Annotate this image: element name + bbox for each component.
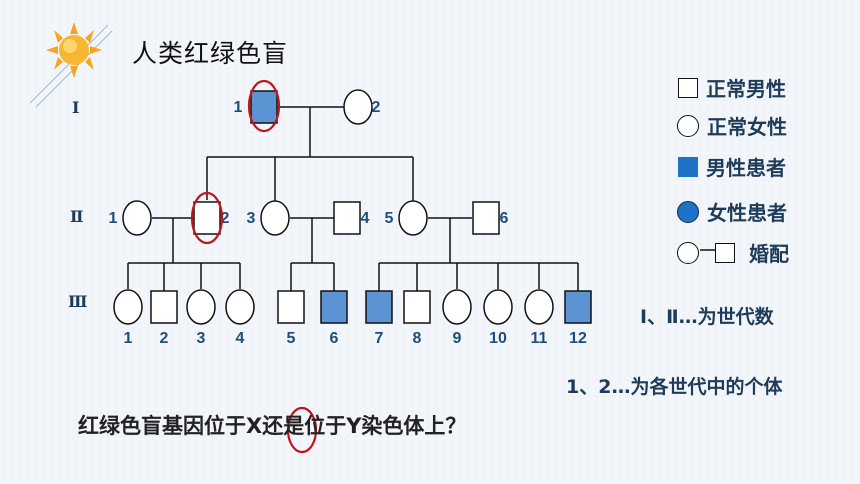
- gen3-individual-4-female: [225, 289, 255, 325]
- gen3-number-5: 5: [287, 330, 296, 347]
- generation-label-i: Ⅰ: [72, 98, 80, 117]
- gen1-individual-1-male: [250, 90, 278, 124]
- gen3-number-2: 2: [160, 330, 169, 347]
- gen3-number-7: 7: [375, 330, 384, 347]
- legend-normal-male-label: 正常男性: [706, 77, 786, 101]
- gen3-individual-11-female: [524, 289, 554, 325]
- gen1-number-1: 1: [234, 99, 243, 116]
- gen3-number-10: 10: [489, 330, 507, 347]
- gen3-individual-12-male: [564, 290, 592, 324]
- legend-affected-female-label: 女性患者: [707, 201, 787, 225]
- page-title: 人类红绿色盲: [132, 39, 289, 68]
- gen3-individual-1-female: [113, 289, 143, 325]
- circle-open-icon: [677, 241, 699, 264]
- gen2-individual-2-male: [193, 201, 221, 235]
- gen2-individual-4-male: [333, 201, 361, 235]
- question-before: 红绿色盲基因位于: [78, 414, 246, 438]
- gen2-individual-3-female: [260, 200, 290, 236]
- gen3-individual-8-male: [403, 290, 431, 324]
- gen3-individual-3-female: [186, 289, 216, 325]
- legend-affected-male: 男性患者: [678, 152, 786, 181]
- gen2-individual-1-female: [122, 200, 152, 236]
- legend-marriage-label: 婚配: [749, 242, 789, 266]
- question-after: 还是位于Y染色体上？: [262, 414, 467, 438]
- pedigree-lines: [127, 106, 579, 291]
- gen3-individual-7-male: [365, 290, 393, 324]
- gen3-number-9: 9: [453, 330, 462, 347]
- highlight-ring-ii2: [190, 191, 224, 245]
- gen2-number-1: 1: [109, 210, 118, 227]
- gen3-number-3: 3: [197, 330, 206, 347]
- gen3-number-1: 1: [124, 330, 133, 347]
- gen3-individual-2-male: [150, 290, 178, 324]
- gen2-number-4: 4: [361, 210, 370, 227]
- circle-filled-icon: [677, 200, 699, 223]
- gen3-number-6: 6: [330, 330, 339, 347]
- sun-icon: [29, 22, 113, 108]
- generation-label-ii: Ⅱ: [70, 207, 84, 226]
- legend-normal-female: 正常女性: [677, 111, 787, 140]
- gen1-individual-2-female: [343, 89, 373, 125]
- gen3-individual-6-male: [320, 290, 348, 324]
- note-generation-numbers: Ⅰ、Ⅱ…为世代数: [640, 306, 774, 328]
- gen2-number-5: 5: [385, 210, 394, 227]
- gen3-individual-9-female: [442, 289, 472, 325]
- gen3-number-11: 11: [531, 330, 548, 347]
- generation-label-iii: Ⅲ: [68, 292, 88, 311]
- gen3-individual-5-male: [277, 290, 305, 324]
- gen2-number-2: 2: [221, 210, 230, 227]
- gen2-individual-6-male: [472, 201, 500, 235]
- legend-affected-female: 女性患者: [677, 197, 787, 226]
- circle-open-icon: [677, 114, 699, 137]
- legend-marriage: 婚配: [677, 238, 789, 267]
- gen3-number-4: 4: [236, 330, 245, 347]
- gen3-number-8: 8: [413, 330, 422, 347]
- gen2-individual-5-female: [398, 200, 428, 236]
- legend-affected-male-label: 男性患者: [706, 156, 786, 180]
- gen1-number-2: 2: [372, 99, 381, 116]
- gen3-individual-10-female: [483, 289, 513, 325]
- question-highlight: X: [246, 414, 263, 438]
- gen2-number-6: 6: [500, 210, 509, 227]
- legend-normal-female-label: 正常女性: [707, 115, 787, 139]
- square-open-icon: [678, 77, 698, 98]
- legend-normal-male: 正常男性: [678, 73, 786, 102]
- highlight-ring-i1: [247, 79, 281, 133]
- question-text: 红绿色盲基因位于X还是位于Y染色体上？: [78, 410, 466, 440]
- square-open-icon: [715, 242, 735, 263]
- note-individual-numbers: 1、2…为各世代中的个体: [566, 376, 783, 398]
- square-filled-icon: [678, 156, 698, 177]
- gen2-number-3: 3: [247, 210, 256, 227]
- highlight-ring-x: [286, 406, 318, 454]
- gen3-number-12: 12: [569, 330, 587, 347]
